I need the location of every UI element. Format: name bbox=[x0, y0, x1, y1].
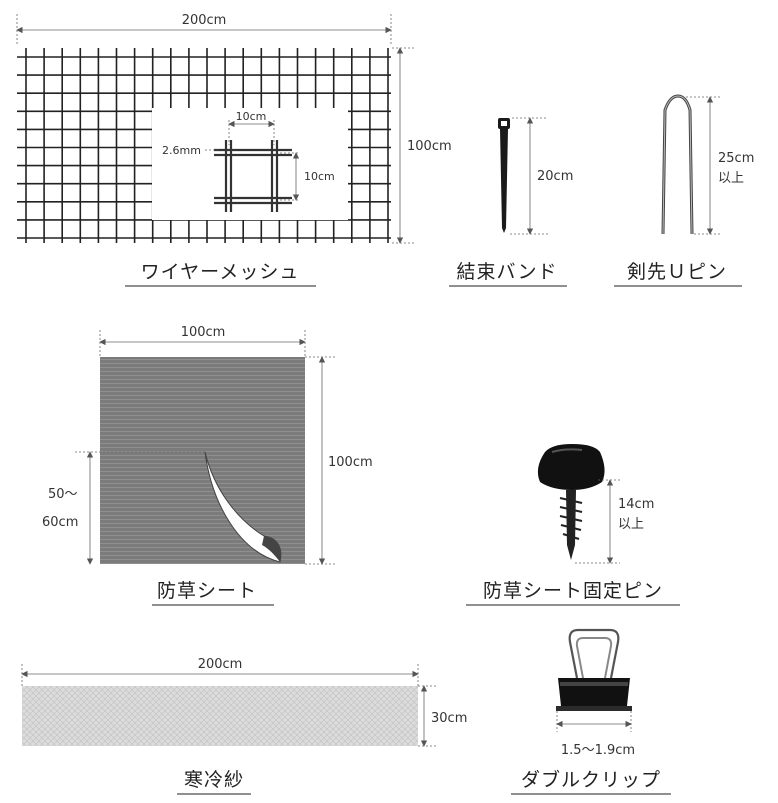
u-pin-dimension bbox=[686, 96, 720, 235]
mesh-outer-dimensions bbox=[16, 14, 416, 244]
double-clip-dimension bbox=[556, 711, 632, 732]
weed-sheet-width-label: 100cm bbox=[181, 325, 226, 340]
cold-gauze-dimensions bbox=[21, 664, 436, 747]
weed-sheet-height-label: 100cm bbox=[328, 455, 373, 470]
cable-tie-length-label: 20cm bbox=[537, 169, 573, 184]
cable-tie-caption: 結束バンド bbox=[457, 261, 558, 283]
double-clip-width-label: 1.5～1.9cm bbox=[561, 743, 635, 758]
weed-sheet-flap-curl bbox=[262, 536, 281, 562]
cold-gauze-caption: 寒冷紗 bbox=[184, 769, 244, 791]
sheet-pin-dimension bbox=[575, 479, 620, 564]
sheet-pin-figure: 14cm 以上 防草シート固定ピン bbox=[466, 444, 680, 606]
cable-tie-dimension bbox=[510, 117, 548, 235]
weed-sheet-overlap-unit: 60cm bbox=[42, 515, 78, 530]
mesh-height-label: 100cm bbox=[407, 139, 452, 154]
sheet-pin-caption: 防草シート固定ピン bbox=[483, 580, 663, 602]
mesh-cell-width-label: 10cm bbox=[236, 110, 267, 123]
mesh-cell-height-label: 10cm bbox=[304, 170, 335, 183]
mesh-detail-cell bbox=[214, 140, 292, 212]
sheet-pin-thread bbox=[559, 497, 583, 540]
sheet-pin-length-note: 以上 bbox=[618, 517, 644, 532]
cable-tie-figure: 20cm 結束バンド bbox=[449, 117, 573, 287]
sheet-pin-length-label: 14cm bbox=[618, 497, 654, 512]
double-clip-handle-back bbox=[568, 628, 620, 679]
u-pin-length-label: 25cm bbox=[718, 151, 754, 166]
cold-gauze-body bbox=[22, 686, 418, 746]
wire-mesh-caption: ワイヤーメッシュ bbox=[141, 261, 300, 283]
sheet-pin-shaft bbox=[566, 490, 576, 560]
weed-sheet-caption: 防草シート bbox=[157, 580, 257, 602]
weed-sheet-overlap-label: 50～ bbox=[48, 487, 78, 502]
sheet-pin-head bbox=[537, 444, 605, 490]
double-clip-handle-front bbox=[575, 637, 613, 679]
cold-gauze-height-label: 30cm bbox=[431, 711, 467, 726]
u-pin-figure: 25cm 以上 剣先Ｕピン bbox=[614, 94, 754, 287]
weed-sheet-figure: 100cm 100cm 50～ 60cm 防草シート bbox=[42, 325, 373, 606]
weed-sheet-dimensions bbox=[75, 330, 335, 565]
u-pin-length-note: 以上 bbox=[718, 171, 744, 186]
cable-tie-strap bbox=[500, 129, 508, 233]
mesh-wire-diameter-label: 2.6mm bbox=[162, 144, 201, 157]
wire-mesh-figure: 10cm 10cm 2.6mm 200cm 100cm ワイヤーメッシュ bbox=[16, 13, 452, 287]
u-pin-shape bbox=[661, 94, 694, 235]
mesh-width-label: 200cm bbox=[182, 13, 227, 28]
cold-gauze-width-label: 200cm bbox=[198, 657, 243, 672]
mesh-cell-dimensions bbox=[205, 120, 300, 201]
cold-gauze-figure: 200cm 30cm 寒冷紗 bbox=[21, 657, 467, 795]
u-pin-caption: 剣先Ｕピン bbox=[627, 261, 727, 283]
double-clip-caption: ダブルクリップ bbox=[521, 768, 661, 791]
double-clip-figure: 1.5～1.9cm ダブルクリップ bbox=[511, 628, 671, 795]
weed-sheet-body bbox=[100, 357, 305, 564]
